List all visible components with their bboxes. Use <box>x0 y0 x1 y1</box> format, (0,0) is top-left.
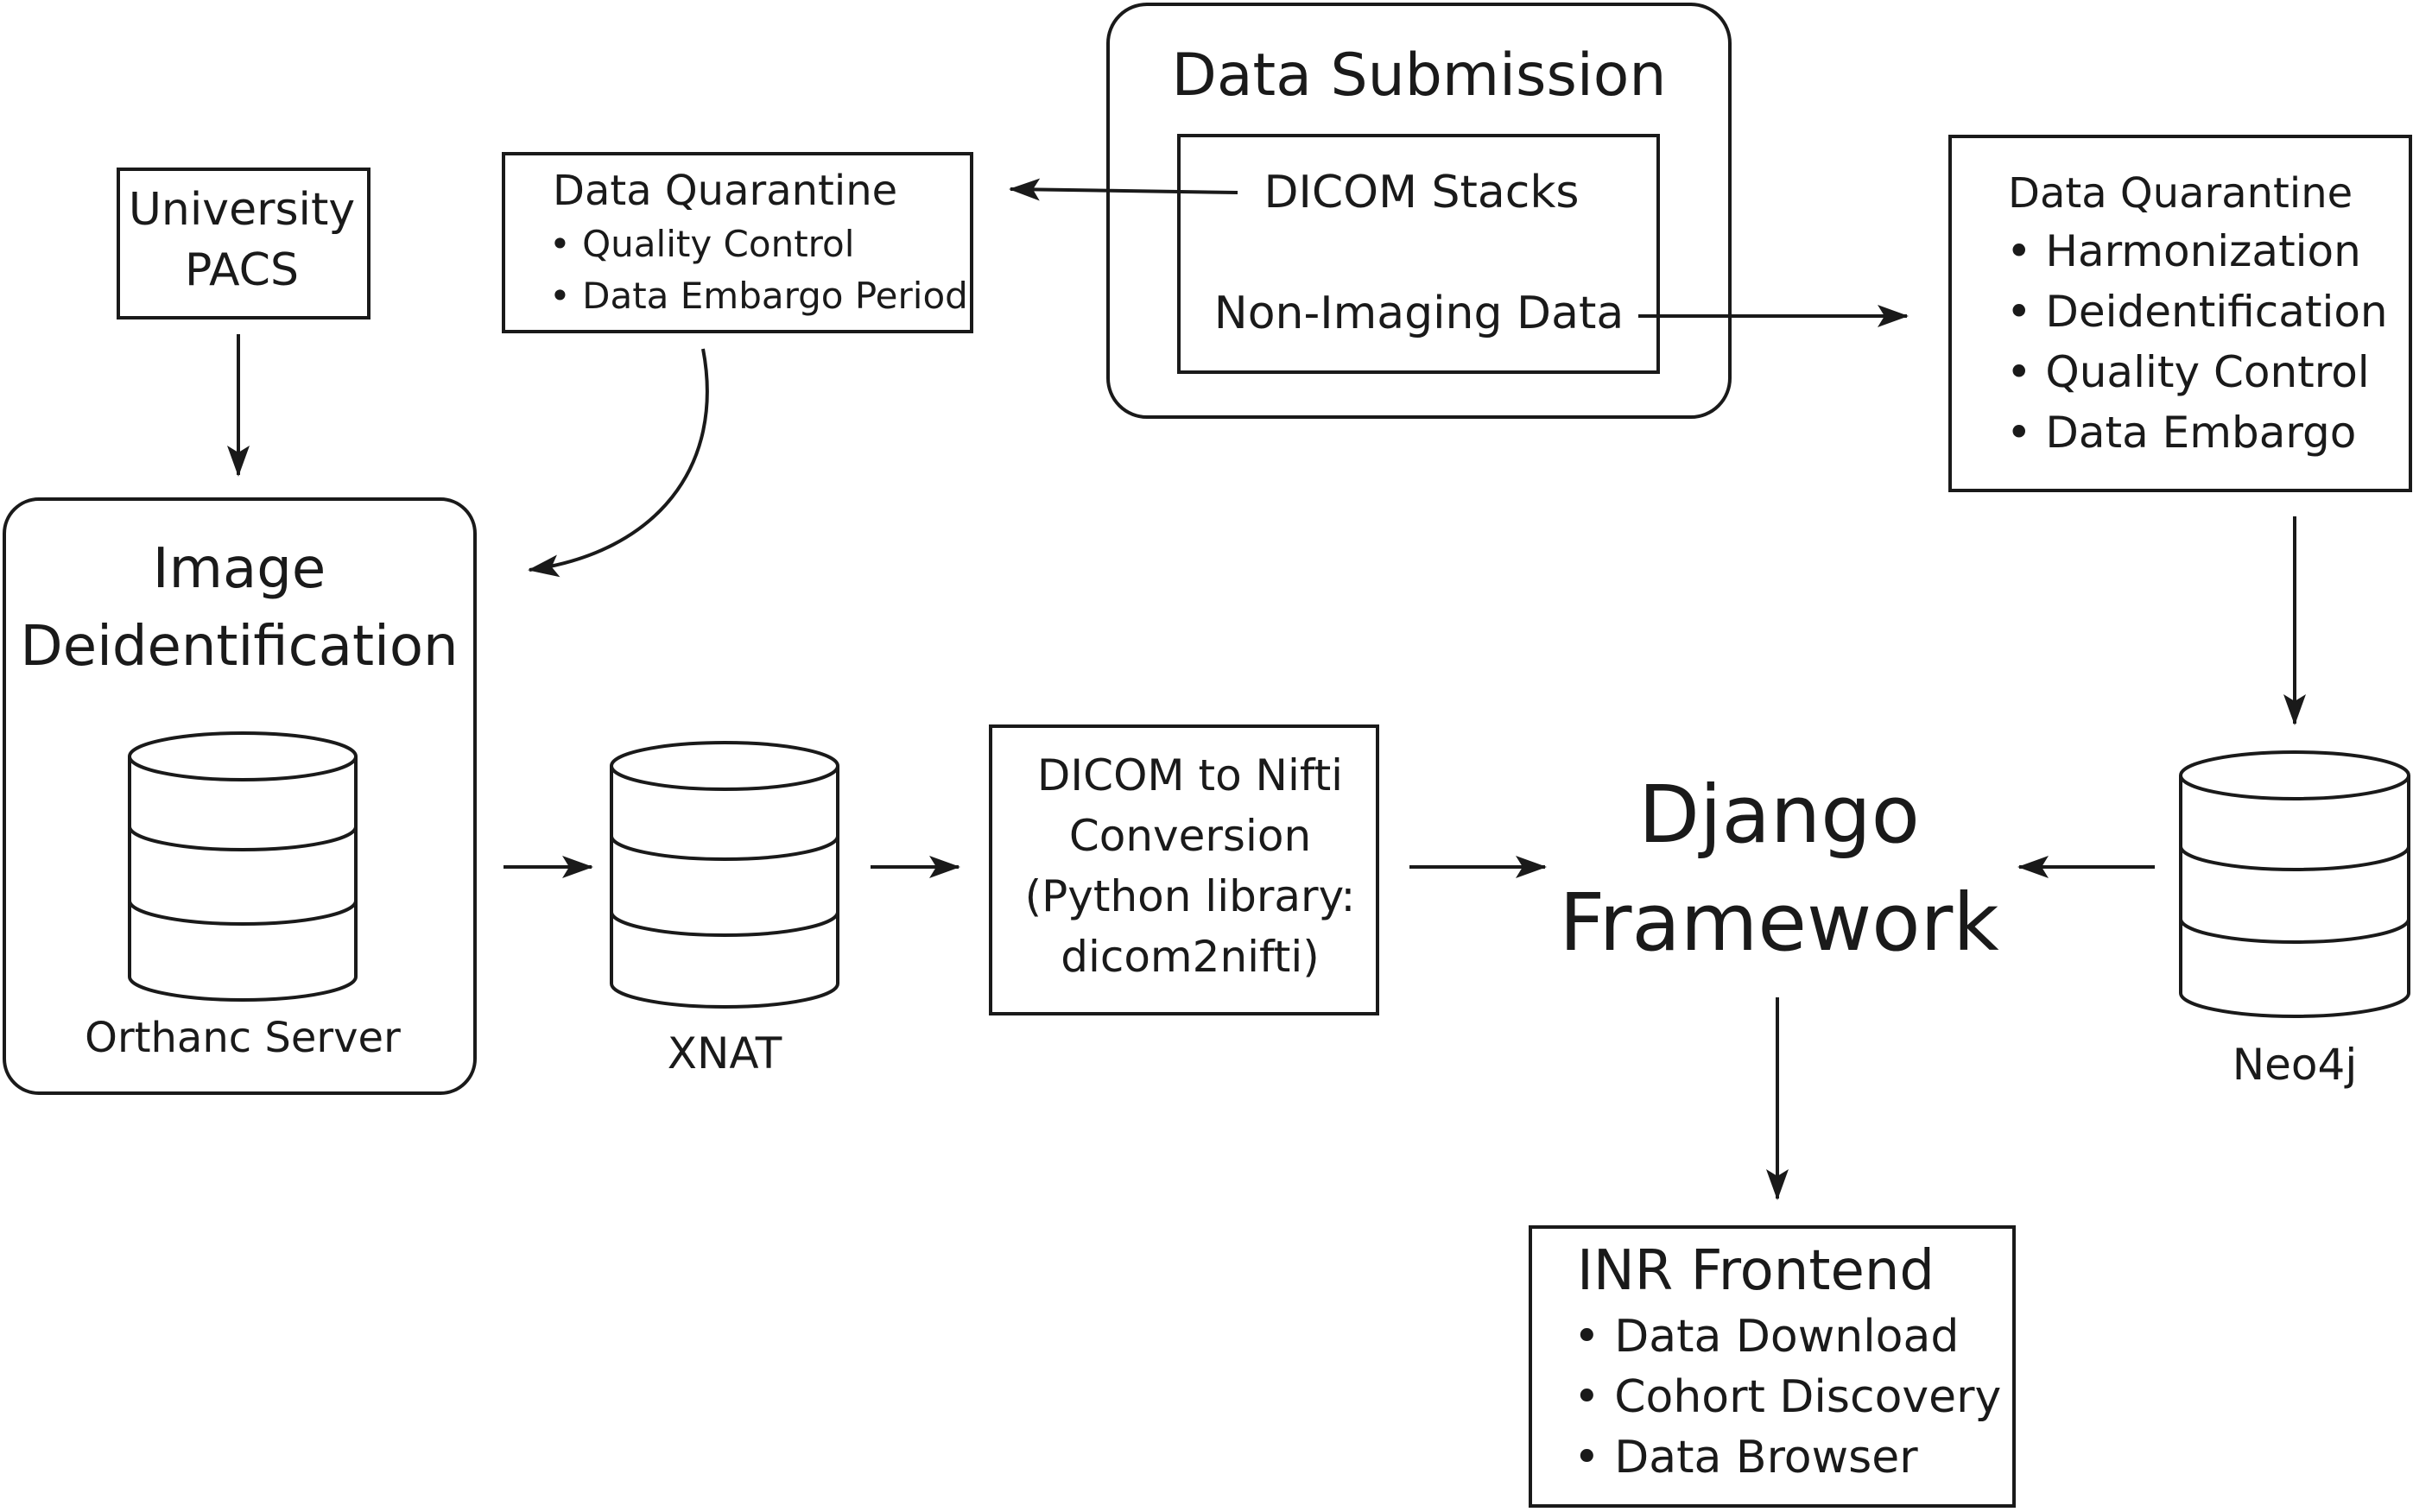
quarantine-right-box <box>1948 135 2412 492</box>
dicom-stacks-label: DICOM Stacks <box>1264 167 1579 218</box>
arrow-dicom-to-quarantine-left <box>1009 178 1238 201</box>
data-submission-container <box>1106 3 1732 419</box>
quarantine-right-item-3: • Quality Control <box>2006 347 2370 397</box>
image-deid-container <box>3 497 477 1095</box>
quarantine-right-item-2: • Deidentification <box>2006 287 2388 337</box>
university-pacs-line1: University <box>129 184 355 236</box>
django-title-line2: Framework <box>1559 876 1999 969</box>
conversion-line-4: dicom2nifti) <box>1061 932 1320 982</box>
quarantine-left-item-2: • Data Embargo Period <box>549 275 968 317</box>
data-submission-title: Data Submission <box>1172 41 1667 110</box>
orthanc-server-label: Orthanc Server <box>85 1014 401 1062</box>
inr-frontend-box <box>1529 1225 2016 1508</box>
conversion-line-3: (Python library: <box>1025 871 1356 921</box>
inr-frontend-title: INR Frontend <box>1577 1239 1935 1303</box>
quarantine-right-item-4: • Data Embargo <box>2006 408 2356 458</box>
inr-frontend-item-2: • Cohort Discovery <box>1574 1371 2001 1423</box>
quarantine-right-title: Data Quarantine <box>2008 169 2353 218</box>
neo4j-label: Neo4j <box>2232 1040 2357 1090</box>
conversion-line-2: Conversion <box>1069 811 1311 861</box>
conversion-line-1: DICOM to Nifti <box>1037 750 1343 800</box>
neo4j-database-icon <box>2179 750 2410 1018</box>
quarantine-left-item-1: • Quality Control <box>549 223 854 265</box>
arrow-quarantine-left-to-deid <box>528 348 709 578</box>
xnat-label: XNAT <box>668 1028 782 1079</box>
quarantine-left-box <box>502 152 973 333</box>
inr-frontend-item-3: • Data Browser <box>1574 1432 1918 1484</box>
orthanc-database-icon <box>128 731 358 1002</box>
university-pacs-box <box>117 168 370 319</box>
conversion-box <box>989 724 1379 1015</box>
image-deid-title-line1: Image <box>153 537 326 601</box>
data-submission-inner-box <box>1177 134 1660 374</box>
image-deid-title-line2: Deidentification <box>20 615 458 679</box>
non-imaging-data-label: Non-Imaging Data <box>1214 288 1624 339</box>
quarantine-right-item-1: • Harmonization <box>2006 226 2361 276</box>
inr-frontend-item-1: • Data Download <box>1574 1311 1959 1363</box>
university-pacs-line2: PACS <box>185 244 299 296</box>
django-title-line1: Django <box>1638 769 1920 861</box>
xnat-database-icon <box>610 741 839 1009</box>
quarantine-left-title: Data Quarantine <box>553 167 897 215</box>
